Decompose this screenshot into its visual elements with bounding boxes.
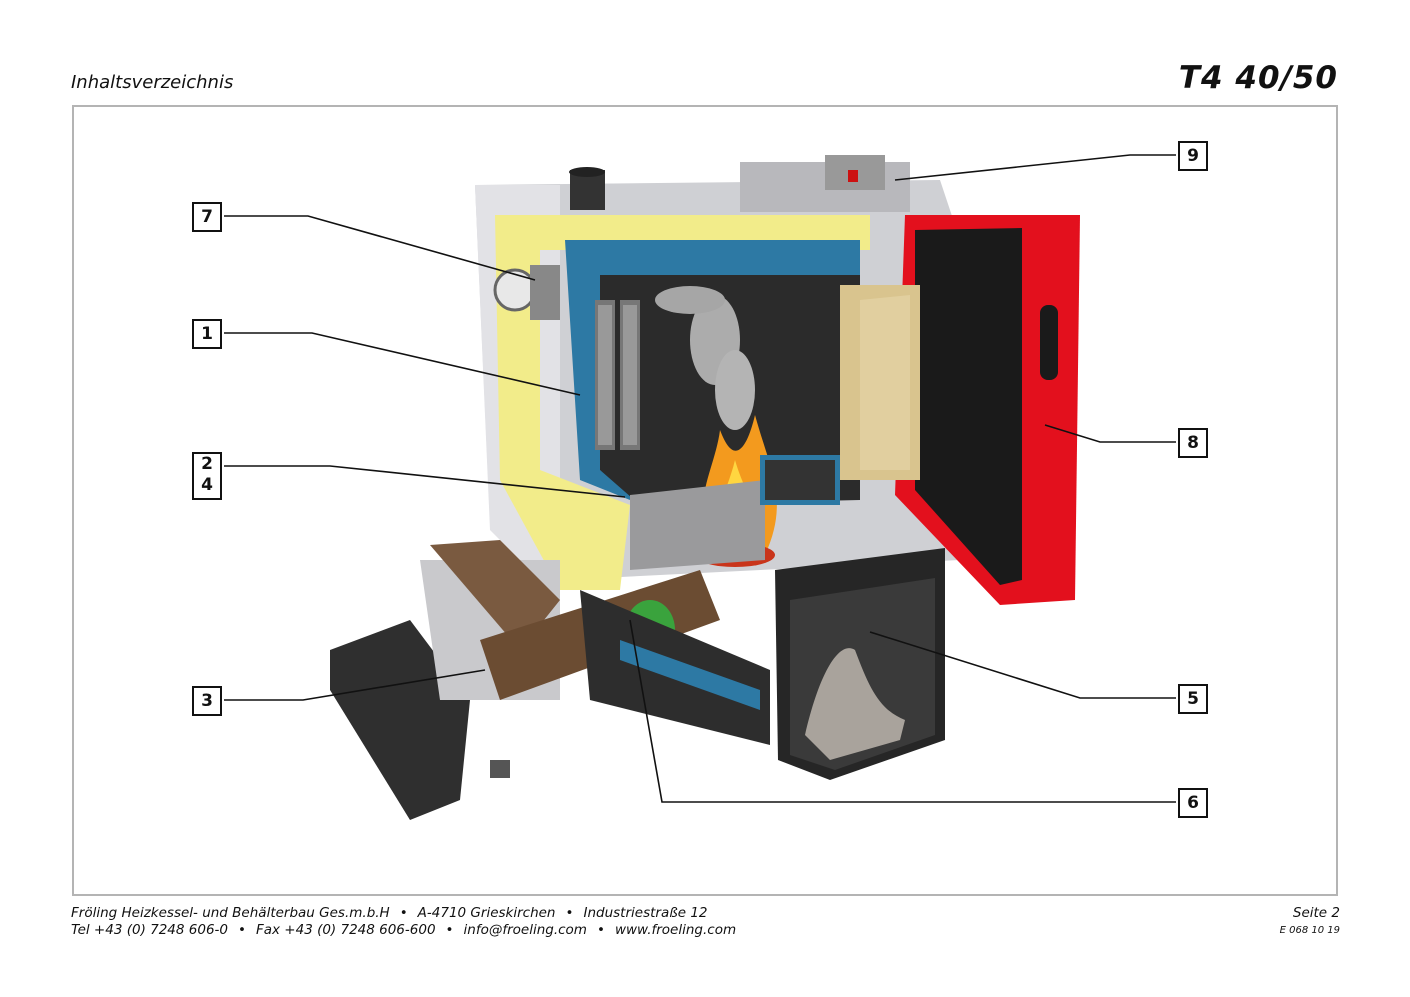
callout-2-4: 2 4 [192, 452, 222, 500]
section-title: Inhaltsverzeichnis [71, 72, 234, 93]
document-code: E 068 10 19 [1279, 925, 1340, 936]
model-title: T4 40/50 [1178, 60, 1338, 96]
illustration-frame [72, 105, 1338, 896]
callout-9: 9 [1178, 141, 1208, 171]
callout-8: 8 [1178, 428, 1208, 458]
website-link[interactable]: www.froeling.com [614, 922, 737, 938]
smoke-plume [655, 286, 755, 430]
company-name: Fröling Heizkessel- und Behälterbau Ges.… [71, 905, 390, 921]
address-city: A-4710 Grieskirchen [417, 905, 556, 921]
callout-3: 3 [192, 686, 222, 716]
callout-4: 4 [201, 475, 213, 495]
feed-auger [330, 540, 770, 820]
address-street: Industriestraße 12 [583, 905, 708, 921]
footer-contact: Fröling Heizkessel- und Behälterbau Ges.… [71, 905, 737, 938]
email-link[interactable]: info@froeling.com [463, 922, 587, 938]
leader-lines [224, 154, 1176, 803]
burner-grate [630, 455, 840, 570]
page-number: Seite 2 [1292, 905, 1340, 921]
callout-1: 1 [192, 319, 222, 349]
fax: Fax +43 (0) 7248 606-600 [255, 922, 436, 938]
callout-5: 5 [1178, 684, 1208, 714]
boiler-door [840, 215, 1080, 605]
footer-page-info: Seite 2 E 068 10 19 [1280, 905, 1340, 939]
ash-box [775, 548, 945, 780]
callout-7: 7 [192, 202, 222, 232]
phone: Tel +43 (0) 7248 606-0 [71, 922, 228, 938]
callout-2: 2 [201, 454, 213, 474]
callout-6: 6 [1178, 788, 1208, 818]
